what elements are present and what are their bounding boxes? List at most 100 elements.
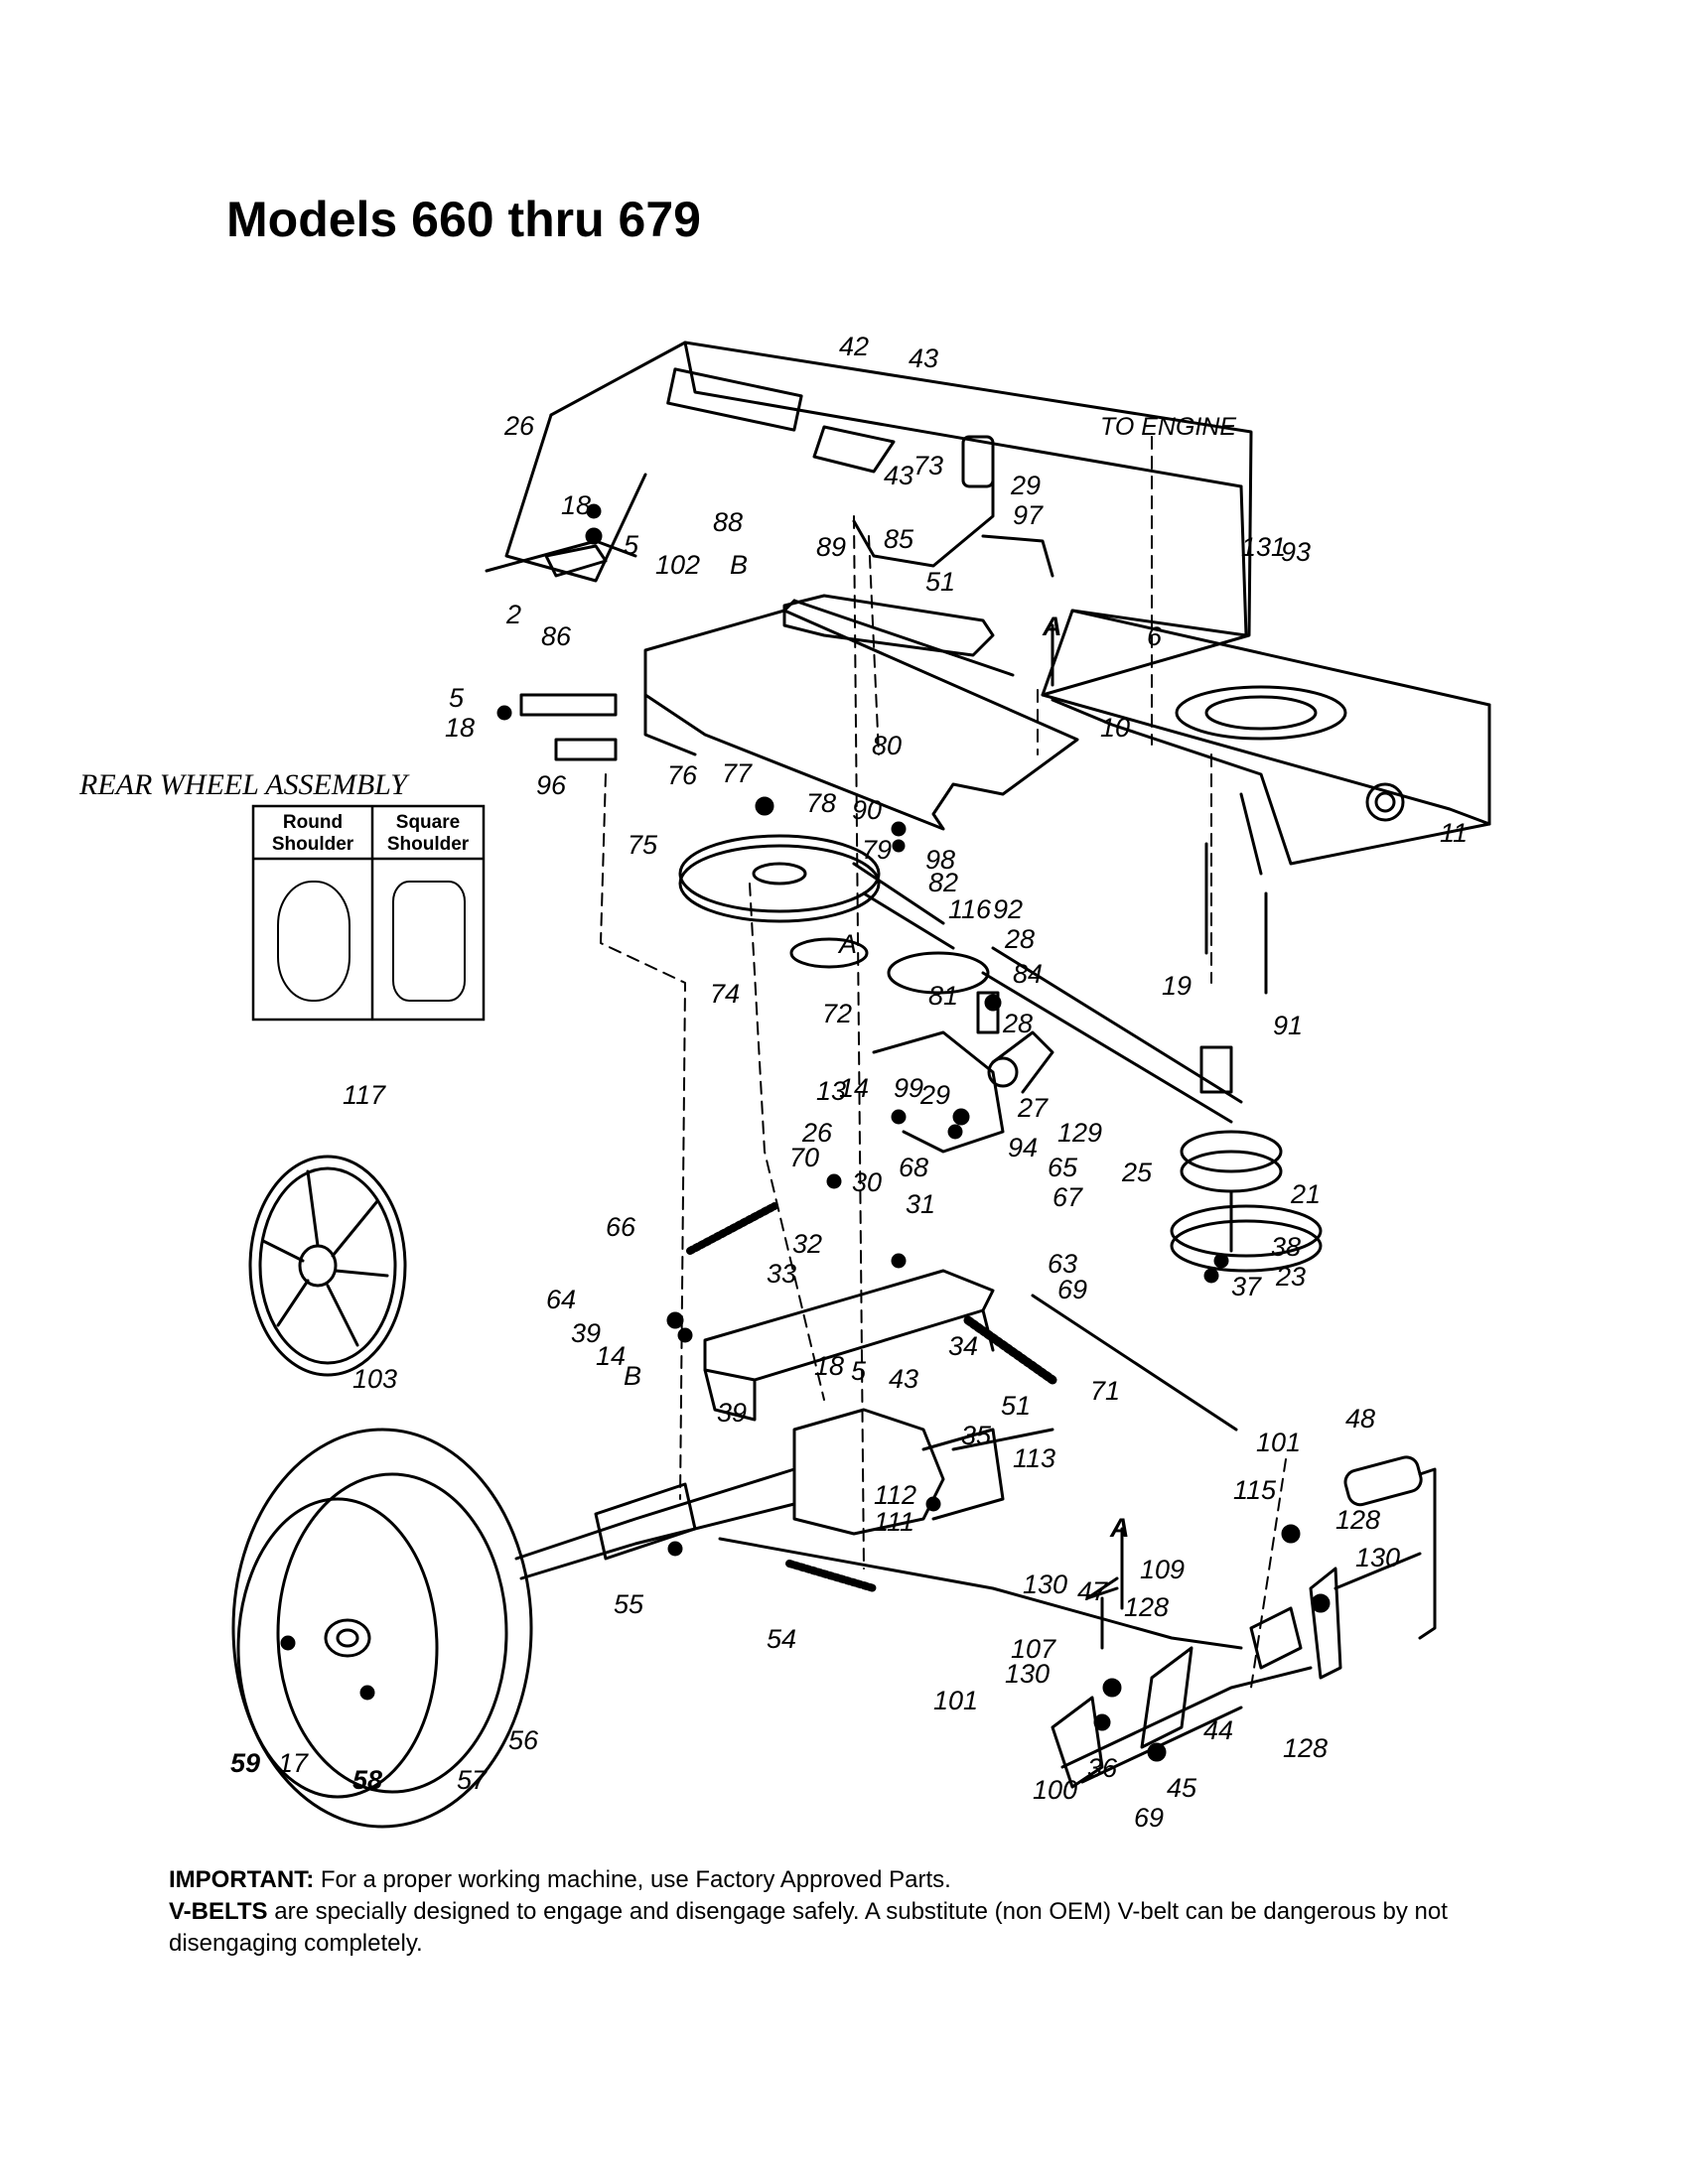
callout-131: 131: [1241, 532, 1286, 562]
callout-51: 51: [925, 567, 955, 597]
callout-77: 77: [722, 758, 753, 788]
callout-102: 102: [655, 550, 700, 580]
callout-96: 96: [536, 770, 567, 800]
callout-71: 71: [1090, 1376, 1120, 1406]
callout-69: 69: [1134, 1803, 1164, 1833]
callout-34: 34: [948, 1331, 978, 1361]
important-label: IMPORTANT:: [169, 1866, 315, 1893]
hubcap: [248, 1155, 407, 1377]
to-engine-label: TO ENGINE: [1100, 413, 1236, 441]
section-marker-b: B: [624, 1361, 641, 1391]
drive-belt: [789, 862, 1323, 1273]
important-text: For a proper working machine, use Factor…: [314, 1866, 951, 1893]
callout-33: 33: [767, 1259, 796, 1289]
callout-54: 54: [767, 1624, 796, 1654]
callout-17: 17: [278, 1748, 309, 1778]
engine-shafts: [1204, 842, 1268, 995]
callout-44: 44: [1203, 1715, 1233, 1745]
callout-63: 63: [1048, 1249, 1077, 1279]
rear-wheel-assembly-title: REAR WHEEL ASSEMBLY: [78, 768, 410, 801]
callout-80: 80: [872, 731, 902, 760]
callout-25: 25: [1121, 1158, 1153, 1187]
callout-2: 2: [505, 600, 521, 629]
callout-6: 6: [1147, 621, 1163, 651]
callout-39: 39: [571, 1318, 601, 1348]
callout-90: 90: [852, 795, 882, 825]
section-marker-a: A: [1109, 1513, 1130, 1543]
callout-98: 98: [925, 845, 955, 875]
callout-38: 38: [1271, 1232, 1301, 1262]
callout-48: 48: [1345, 1404, 1375, 1433]
square-shoulder-header-line1: Square: [396, 812, 460, 833]
callout-76: 76: [667, 760, 698, 790]
callout-14: 14: [596, 1341, 626, 1371]
callout-32: 32: [792, 1229, 822, 1259]
callout-70: 70: [789, 1143, 819, 1172]
callout-68: 68: [899, 1153, 928, 1182]
lever-rod: [782, 594, 995, 657]
callout-28: 28: [1002, 1009, 1033, 1038]
notes-section: IMPORTANT: For a proper working machine,…: [169, 1864, 1559, 1960]
callout-42: 42: [839, 332, 869, 361]
callout-39: 39: [717, 1398, 747, 1428]
rear-wheel-assembly-table: REAR WHEEL ASSEMBLY Round Shoulder Squar…: [78, 768, 486, 1022]
callout-94: 94: [1008, 1133, 1038, 1162]
callout-21: 21: [1290, 1179, 1321, 1209]
callout-14: 14: [839, 1073, 869, 1103]
callout-100: 100: [1033, 1775, 1077, 1805]
callout-43: 43: [889, 1364, 918, 1394]
callout-85: 85: [884, 524, 914, 554]
round-shoulder-header-line1: Round: [283, 812, 343, 833]
callout-101: 101: [933, 1686, 978, 1715]
callout-37: 37: [1231, 1272, 1262, 1301]
springs: [686, 1202, 1057, 1592]
callout-36: 36: [1087, 1753, 1118, 1783]
callout-103: 103: [352, 1364, 397, 1394]
callout-93: 93: [1281, 537, 1311, 567]
callout-130: 130: [1023, 1570, 1067, 1599]
round-shoulder-header-line2: Shoulder: [272, 834, 354, 855]
callout-26: 26: [801, 1118, 833, 1148]
callout-74: 74: [710, 979, 740, 1009]
section-arrow-a: [1051, 623, 1124, 1610]
callout-99: 99: [894, 1073, 923, 1103]
callout-18: 18: [445, 713, 475, 743]
assembly-guide-lines: [600, 436, 1287, 1689]
callout-89: 89: [816, 532, 846, 562]
callout-43: 43: [884, 461, 913, 490]
callout-13: 13: [816, 1076, 846, 1106]
callout-26: 26: [503, 411, 535, 441]
callout-56: 56: [508, 1725, 539, 1755]
callout-10: 10: [1100, 713, 1130, 743]
callout-91: 91: [1273, 1011, 1303, 1040]
transaxle-bracket: [703, 1269, 995, 1422]
rear-tire: [231, 1428, 533, 1829]
section-marker-a: A: [1042, 612, 1062, 641]
callout-128: 128: [1124, 1592, 1169, 1622]
control-rods: [718, 1294, 1243, 1650]
callout-18: 18: [561, 490, 591, 520]
callout-23: 23: [1275, 1262, 1306, 1292]
callout-30: 30: [852, 1167, 882, 1197]
hardware-fasteners: [280, 503, 1331, 1762]
callout-31: 31: [906, 1189, 935, 1219]
callout-111: 111: [874, 1507, 914, 1537]
callout-115: 115: [1233, 1475, 1277, 1505]
callout-29: 29: [919, 1080, 950, 1110]
callout-130: 130: [1005, 1659, 1050, 1689]
page-title: Models 660 thru 679: [226, 192, 701, 247]
vbelts-text: are specially designed to engage and dis…: [169, 1898, 1448, 1957]
callout-128: 128: [1335, 1505, 1380, 1535]
callout-66: 66: [606, 1212, 636, 1242]
pedal-assembly: [1051, 1455, 1437, 1789]
callout-78: 78: [806, 788, 836, 818]
callout-69: 69: [1057, 1275, 1087, 1304]
round-shoulder-tire-profile: [277, 881, 351, 1002]
callout-81: 81: [928, 981, 958, 1011]
callout-45: 45: [1167, 1773, 1197, 1803]
callout-55: 55: [614, 1589, 644, 1619]
part-callouts: 42 43 26 18 5 2 86 5 18 96 102 88 89 85 …: [230, 332, 1468, 1833]
callout-28: 28: [1004, 924, 1035, 954]
vbelts-note: V-BELTS are specially designed to engage…: [169, 1896, 1559, 1960]
